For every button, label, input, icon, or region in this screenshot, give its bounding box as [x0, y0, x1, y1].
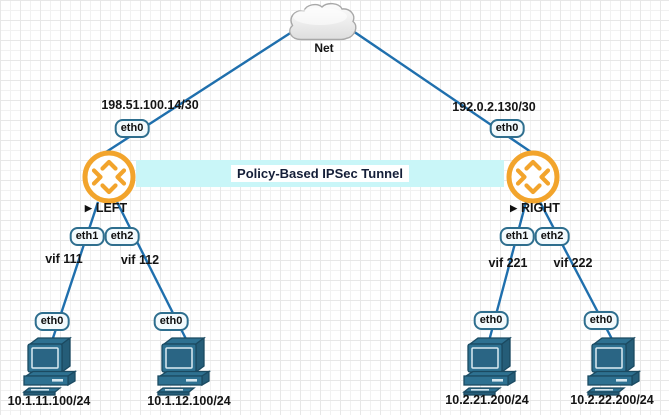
right-router-name-text: RIGHT [521, 201, 560, 215]
left-router-name: ▶ LEFT [85, 201, 127, 215]
left-router-eth1-badge: eth1 [69, 227, 105, 246]
host2-eth0-badge: eth0 [153, 312, 189, 331]
left-wan-ip-label: 198.51.100.14/30 [101, 98, 199, 112]
host4-eth0-badge: eth0 [583, 311, 619, 330]
host3-pc-icon[interactable] [462, 336, 518, 396]
left-vif1-label: vif 111 [45, 252, 83, 266]
host3-eth0-badge: eth0 [473, 311, 509, 330]
node-marker-icon: ▶ [84, 203, 92, 213]
host3-ip-label: 10.2.21.200/24 [445, 393, 529, 407]
internet-cloud-icon[interactable] [289, 2, 357, 41]
host2-pc-icon[interactable] [156, 336, 212, 396]
node-marker-icon: ▶ [510, 203, 518, 213]
left-router-eth2-badge: eth2 [104, 227, 140, 246]
right-router-eth2-badge: eth2 [534, 227, 570, 246]
left-router-name-text: LEFT [95, 201, 128, 215]
right-router-name: ▶ RIGHT [510, 201, 560, 215]
right-router-eth0-badge: eth0 [489, 119, 525, 138]
ipsec-tunnel-band: Policy-Based IPSec Tunnel [136, 160, 504, 187]
internet-label: Net [314, 41, 334, 55]
host4-ip-label: 10.2.22.200/24 [570, 393, 654, 407]
left-vif2-label: vif 112 [120, 253, 160, 267]
right-vif1-label: vif 221 [488, 256, 528, 270]
host2-ip-label: 10.1.12.100/24 [147, 394, 231, 408]
left-router-eth0-badge: eth0 [114, 119, 150, 138]
right-vif2-label: vif 222 [553, 256, 593, 270]
ipsec-tunnel-label: Policy-Based IPSec Tunnel [231, 165, 409, 182]
router-right-icon[interactable] [506, 150, 560, 204]
host-pc-icons [22, 336, 642, 396]
right-router-eth1-badge: eth1 [499, 227, 535, 246]
host4-pc-icon[interactable] [586, 336, 642, 396]
host1-pc-icon[interactable] [22, 336, 78, 396]
host1-ip-label: 10.1.11.100/24 [7, 394, 91, 408]
host1-eth0-badge: eth0 [34, 312, 70, 331]
router-left-icon[interactable] [82, 150, 136, 204]
right-wan-ip-label: 192.0.2.130/30 [452, 100, 536, 114]
